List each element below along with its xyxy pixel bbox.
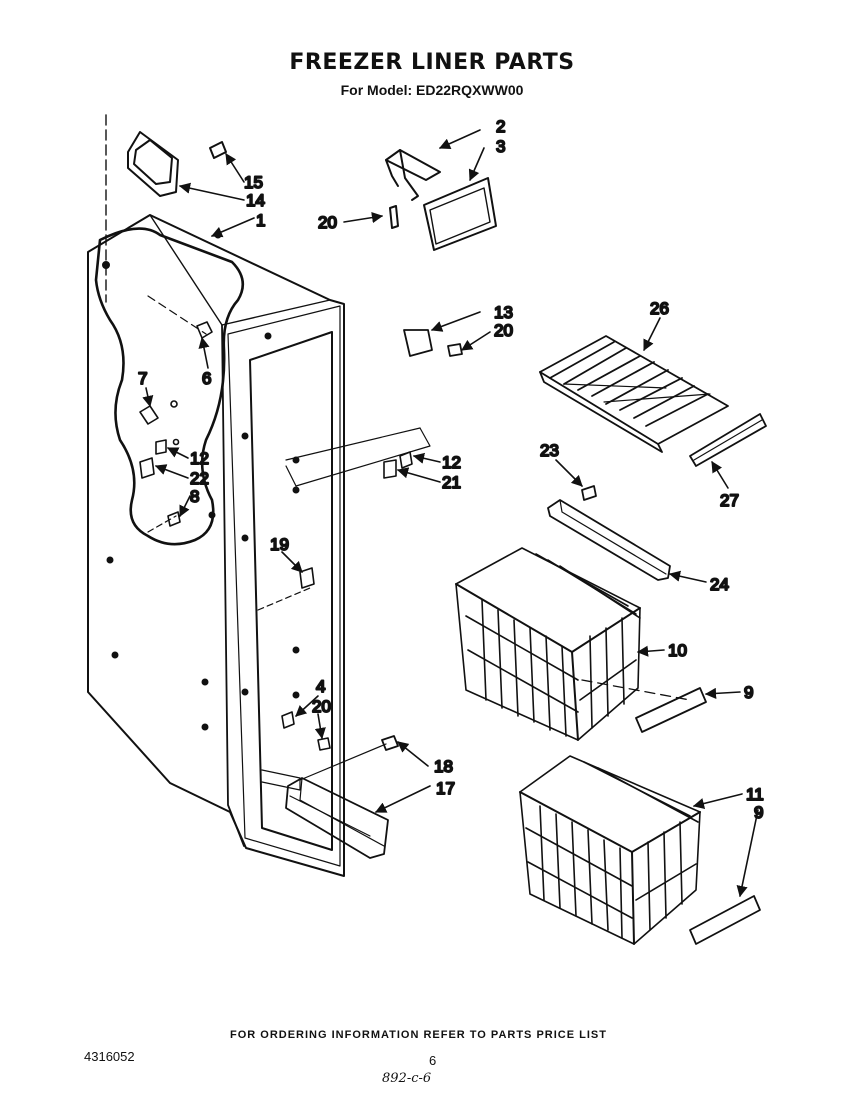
callout-9-upper: 9 <box>744 683 753 702</box>
callout-7: 7 <box>138 369 147 388</box>
callout-27: 27 <box>720 491 739 510</box>
callout-12-right: 12 <box>442 453 461 472</box>
upper-freezer-basket <box>455 547 641 741</box>
upper-hinge-bracket <box>127 131 227 197</box>
lower-freezer-basket <box>519 755 701 945</box>
callout-9-lower: 9 <box>754 803 763 822</box>
document-number: 4316052 <box>84 1049 135 1064</box>
callout-15: 15 <box>244 173 263 192</box>
shelf-trim-strip <box>689 413 767 467</box>
leader-lines <box>142 129 759 898</box>
callout-21: 21 <box>442 473 461 492</box>
callout-6: 6 <box>202 369 211 388</box>
diagram-title: FREEZER LINER PARTS <box>289 50 575 75</box>
callout-20-bottom: 20 <box>312 697 331 716</box>
freezer-liner-part <box>87 114 345 877</box>
basket-slide-rail <box>547 485 671 581</box>
callout-24: 24 <box>710 575 729 594</box>
callout-22: 22 <box>190 469 209 488</box>
callout-12-left: 12 <box>190 449 209 468</box>
callout-1: 1 <box>256 211 265 230</box>
bottom-trim-and-screw <box>285 735 399 859</box>
callout-4: 4 <box>316 677 325 696</box>
callout-13: 13 <box>494 303 513 322</box>
callout-10: 10 <box>668 641 687 660</box>
model-subtitle: For Model: ED22RQXWW00 <box>340 82 524 98</box>
callout-19: 19 <box>270 535 289 554</box>
callout-3: 3 <box>496 137 505 156</box>
basket-trim-rails <box>581 679 761 945</box>
callout-8: 8 <box>190 487 199 506</box>
callout-23: 23 <box>540 441 559 460</box>
wire-shelf <box>539 335 729 453</box>
callout-14: 14 <box>246 191 265 210</box>
callout-18: 18 <box>434 757 453 776</box>
mounting-clips <box>139 295 431 751</box>
callout-11: 11 <box>746 785 764 804</box>
callout-17: 17 <box>436 779 455 798</box>
callout-2: 2 <box>496 117 505 136</box>
handwritten-code: 892-c-6 <box>382 1071 432 1086</box>
callout-26: 26 <box>650 299 669 318</box>
icemaker-bracket-and-cover <box>385 149 497 251</box>
thermostat-bracket <box>403 329 463 357</box>
ordering-information-note: FOR ORDERING INFORMATION REFER TO PARTS … <box>230 1029 607 1041</box>
page-number: 6 <box>429 1053 437 1068</box>
callout-20-mid: 20 <box>494 321 513 340</box>
callout-20-top: 20 <box>318 213 337 232</box>
